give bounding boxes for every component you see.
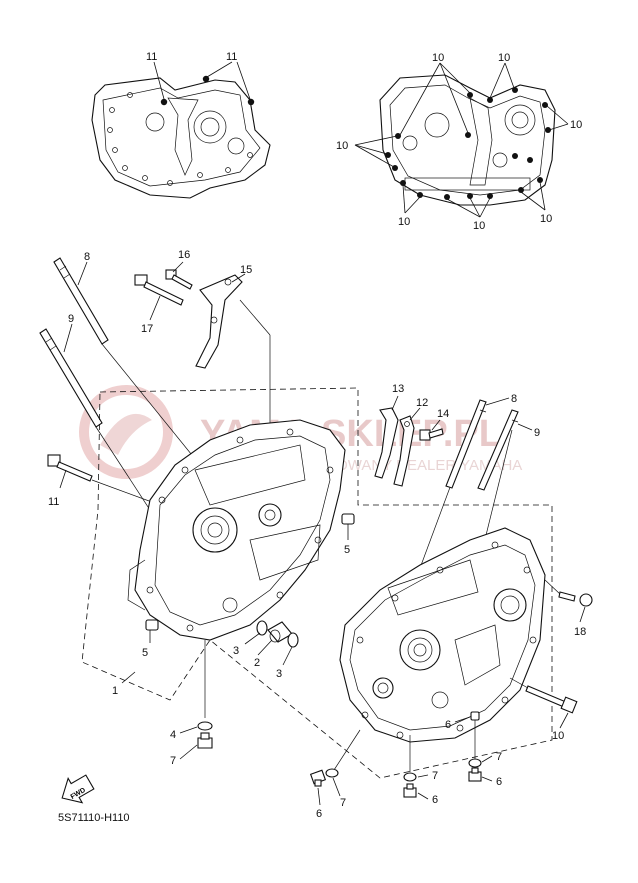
callout-c7-left: 4 <box>170 729 176 741</box>
callout-c6-left: 7 <box>170 755 176 767</box>
bracket-15 <box>195 274 243 369</box>
callout-c2: 2 <box>254 657 260 669</box>
callout-c12: 12 <box>416 397 428 409</box>
stud-9-right <box>477 409 519 491</box>
watermark-logo <box>79 385 173 479</box>
bolt-16 <box>165 269 193 290</box>
callout-c1: 1 <box>112 685 118 697</box>
drain-plug-6-r1 <box>309 769 327 787</box>
dowel-pin-5-left <box>145 619 159 631</box>
callout-c3a: 3 <box>233 645 239 657</box>
bolt-17 <box>134 274 184 306</box>
bolt-11 <box>47 454 93 482</box>
bolt-18 <box>558 591 593 607</box>
callout-c10-top2: 10 <box>498 52 510 64</box>
callout-c7-r1: 7 <box>340 797 346 809</box>
callout-c10-bolt: 10 <box>552 730 564 742</box>
bolt-10 <box>525 685 578 714</box>
diagram-code: 5S71110-H110 <box>58 812 130 824</box>
callout-c4: 6 <box>445 719 451 731</box>
drain-plug-6-left <box>197 732 213 749</box>
watermark-logo-mark <box>100 413 152 455</box>
crankcase-right-half <box>339 527 546 743</box>
callout-c10-bot2: 10 <box>473 220 485 232</box>
callout-c14: 14 <box>437 408 449 420</box>
bracket-13 <box>374 407 399 479</box>
callout-c10-bot1: 10 <box>398 216 410 228</box>
o-ring-3a <box>256 620 268 636</box>
drain-plug-6-r3 <box>468 767 482 782</box>
o-ring-3b <box>287 632 299 648</box>
callout-c10-left: 10 <box>336 140 348 152</box>
callout-c13: 13 <box>392 383 404 395</box>
callout-c6-r3: 6 <box>496 776 502 788</box>
dowel-pin-4 <box>470 711 480 721</box>
callout-c3b: 3 <box>276 668 282 680</box>
fwd-arrow: FWD <box>61 774 95 804</box>
callout-c11-mid: 11 <box>48 496 59 508</box>
callout-c11b: 11 <box>226 51 237 63</box>
callout-c6-r1: 6 <box>316 808 322 820</box>
stud-8-left <box>53 257 109 345</box>
callout-c15: 15 <box>240 264 252 276</box>
callout-c8-right: 8 <box>511 393 517 405</box>
crankcase-face-view-right <box>379 74 556 206</box>
callout-c5-right: 5 <box>344 544 350 556</box>
washer-7-r1 <box>325 768 339 778</box>
bolt-14 <box>419 428 444 441</box>
crankcase-left-half <box>127 419 346 641</box>
drain-plug-6-r2 <box>403 783 417 798</box>
callout-c9-left: 9 <box>68 313 74 325</box>
callout-c10-bot3: 10 <box>540 213 552 225</box>
bolt-holes-left <box>107 92 253 186</box>
callout-c16: 16 <box>178 249 190 261</box>
callout-c10-right: 10 <box>570 119 582 131</box>
stud-8-right <box>445 399 487 489</box>
callout-c5-left: 5 <box>142 647 148 659</box>
callout-c7-r3: 7 <box>496 751 502 763</box>
stud-9-left <box>39 328 103 428</box>
callout-c11a: 11 <box>146 51 157 63</box>
dowel-pin-5-right <box>341 513 355 525</box>
callout-c17: 17 <box>141 323 153 335</box>
callout-c18: 18 <box>574 626 586 638</box>
washer-7-r2 <box>403 772 417 782</box>
crankcase-face-view-left <box>91 75 271 199</box>
callout-c9-right: 9 <box>534 427 540 439</box>
callout-c8-left: 8 <box>84 251 90 263</box>
callout-c7-r2: 7 <box>432 770 438 782</box>
bracket-12 <box>393 415 415 487</box>
washer-7-left <box>197 721 213 731</box>
callout-c6-r2: 6 <box>432 794 438 806</box>
callout-c10-top1: 10 <box>432 52 444 64</box>
washer-7-r3 <box>468 758 482 768</box>
assembly-outline <box>81 387 553 779</box>
